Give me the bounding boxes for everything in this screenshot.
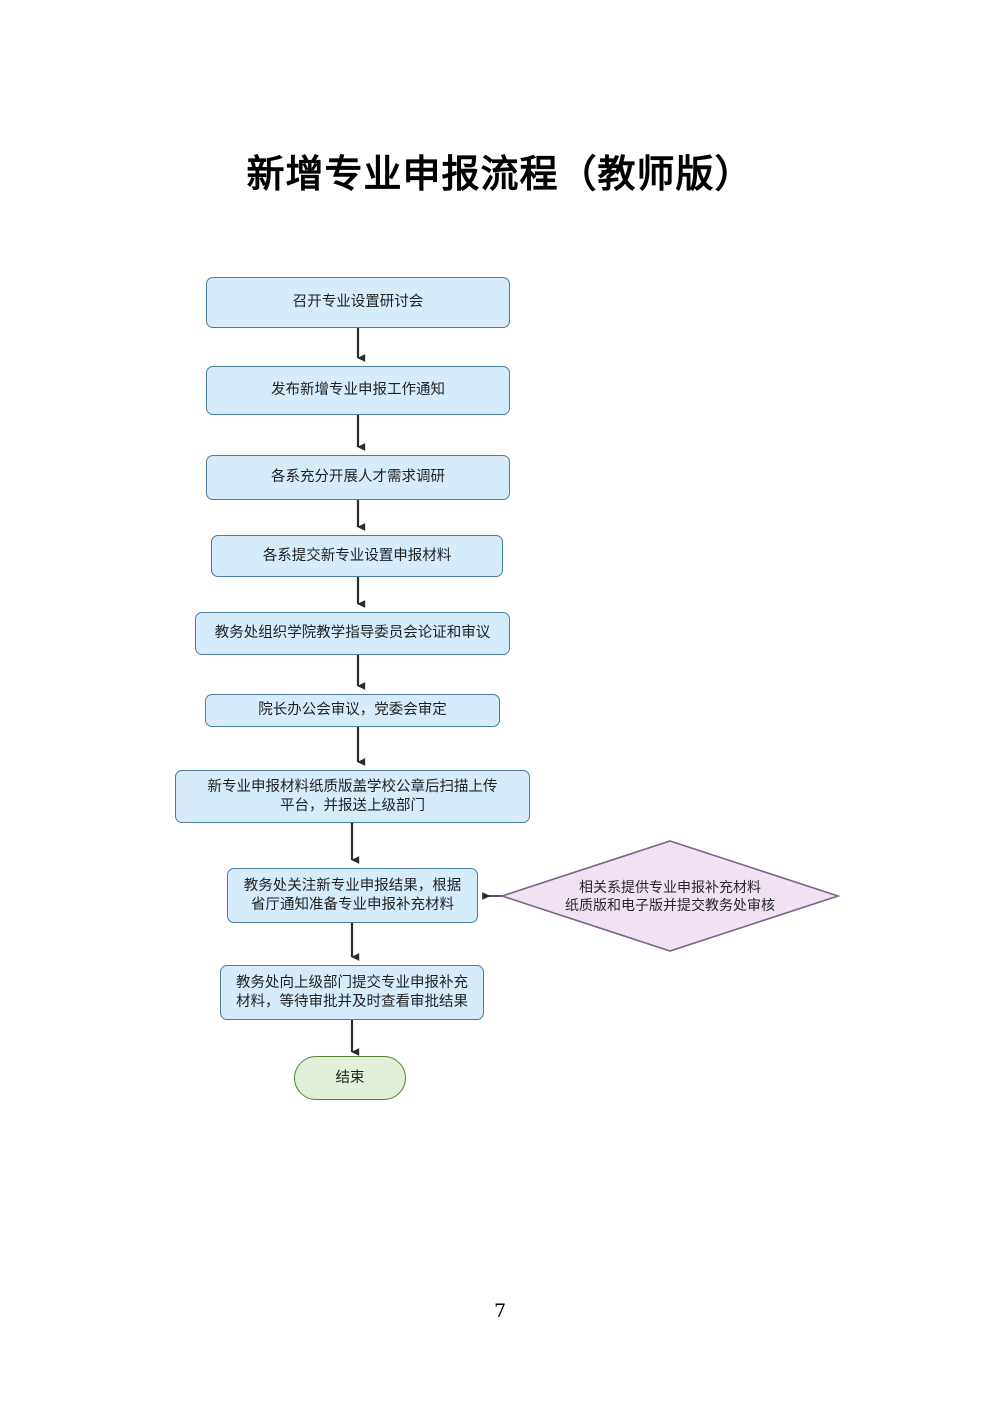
flow-node-label: 教务处组织学院教学指导委员会论证和审议: [214, 625, 491, 642]
flow-node-step-6[interactable]: 院长办公会审议，党委会审定: [205, 694, 500, 727]
flow-node-label: 召开专业设置研讨会: [292, 294, 424, 311]
flow-node-end[interactable]: 结束: [294, 1056, 406, 1100]
decision-diamond-shape: [499, 840, 841, 952]
flow-node-step-7[interactable]: 新专业申报材料纸质版盖学校公章后扫描上传 平台，并报送上级部门: [175, 770, 530, 823]
flow-node-step-4[interactable]: 各系提交新专业设置申报材料: [211, 535, 503, 577]
decision-label-line-1: 相关系提供专业申报补充材料: [579, 878, 761, 895]
flow-node-step-2[interactable]: 发布新增专业申报工作通知: [206, 366, 510, 415]
flow-node-label: 各系充分开展人才需求调研: [271, 469, 445, 486]
flow-node-step-5[interactable]: 教务处组织学院教学指导委员会论证和审议: [195, 612, 510, 655]
flow-node-step-10[interactable]: 教务处向上级部门提交专业申报补充 材料，等待审批并及时查看审批结果: [220, 965, 484, 1020]
decision-label: 相关系提供专业申报补充材料 纸质版和电子版并提交教务处审核: [502, 841, 838, 951]
flow-node-step-3[interactable]: 各系充分开展人才需求调研: [206, 455, 510, 500]
flow-node-label: 教务处关注新专业申报结果，根据 省厅通知准备专业申报补充材料: [243, 878, 462, 913]
flow-node-label: 新专业申报材料纸质版盖学校公章后扫描上传 平台，并报送上级部门: [207, 779, 498, 814]
flow-node-label: 各系提交新专业设置申报材料: [262, 547, 452, 564]
flow-node-step-1[interactable]: 召开专业设置研讨会: [206, 277, 510, 328]
flow-node-step-8[interactable]: 教务处关注新专业申报结果，根据 省厅通知准备专业申报补充材料: [227, 868, 478, 923]
flow-node-step-9-side[interactable]: 相关系提供专业申报补充材料 纸质版和电子版并提交教务处审核: [502, 841, 838, 951]
page-number: 7: [493, 1300, 507, 1322]
decision-label-line-2: 纸质版和电子版并提交教务处审核: [565, 897, 775, 913]
page-title: 新增专业申报流程（教师版）: [246, 151, 754, 196]
flow-node-label: 发布新增专业申报工作通知: [271, 382, 445, 399]
flow-node-label: 结束: [335, 1069, 365, 1086]
flow-node-label: 院长办公会审议，党委会审定: [258, 702, 447, 719]
flow-node-label: 教务处向上级部门提交专业申报补充 材料，等待审批并及时查看审批结果: [236, 975, 468, 1010]
